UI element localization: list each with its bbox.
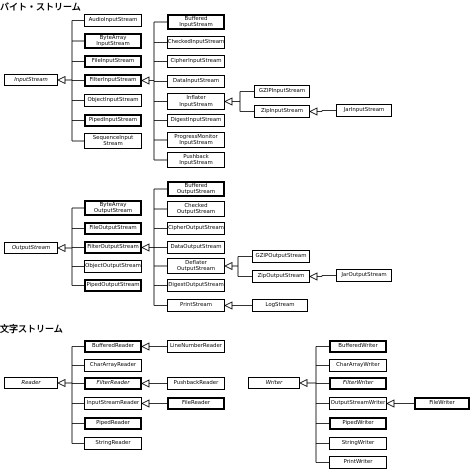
inflaterinputstream-arrow	[224, 97, 233, 106]
class-inflaterinputstream: Inflater InputStream	[167, 93, 225, 110]
class-pipedreader: PipedReader	[84, 417, 142, 430]
writer-arrow	[299, 378, 308, 388]
class-cipherinputstream: CipherInputStream	[167, 55, 225, 68]
class-reader: Reader	[4, 377, 58, 389]
class-objectoutputstream: ObjectOutputStream	[84, 260, 142, 273]
class-bytearrayinputstream: ByteArray InputStream	[84, 33, 142, 49]
class-objectinputstream: ObjectInputStream	[84, 94, 142, 107]
class-bufferedreader: BufferedReader	[84, 340, 142, 353]
reader-arrow	[57, 378, 66, 388]
class-chararraywriter: CharArrayWriter	[329, 359, 387, 372]
printstream-arrow	[224, 301, 233, 310]
class-chararrayreader: CharArrayReader	[84, 359, 142, 372]
class-stringreader: StringReader	[84, 437, 142, 450]
class-progressmonitorinputstream: ProgressMonitor InputStream	[167, 132, 225, 148]
inputstream-arrow	[57, 75, 66, 85]
class-filterreader: FilterReader	[84, 377, 142, 390]
zipoutputstream-arrow	[309, 272, 318, 281]
filterinputstream-arrow	[141, 76, 150, 85]
filteroutputstream-arrow	[141, 243, 150, 252]
outputstream-arrow	[57, 243, 66, 253]
class-audioinputstream: AudioInputStream	[84, 14, 142, 27]
class-deflateroutputstream: Deflater OutputStream	[167, 258, 225, 274]
class-filteroutputstream: FilterOutputStream	[84, 241, 142, 254]
class-digestoutputstream: DigestOutputStream	[167, 279, 225, 292]
class-logstream: LogStream	[252, 299, 308, 312]
inputstreamreader-arrow	[141, 399, 150, 408]
class-filewriter: FileWriter	[414, 397, 470, 410]
class-jarinputstream: JarInputStream	[336, 104, 392, 117]
class-checkedinputstream: CheckedInputStream	[167, 36, 225, 49]
class-fileinputstream: FileInputStream	[84, 55, 142, 68]
class-inputstream: InputStream	[4, 74, 58, 86]
class-checkedoutputstream: Checked OutputStream	[167, 201, 225, 217]
class-bufferedoutputstream: Buffered OutputStream	[167, 181, 225, 197]
class-bufferedwriter: BufferedWriter	[329, 340, 387, 353]
class-pipedinputstream: PipedInputStream	[84, 114, 142, 127]
class-digestinputstream: DigestInputStream	[167, 114, 225, 127]
class-zipinputstream: ZipInputStream	[254, 105, 310, 118]
heading-char-streams: 文字ストリーム	[0, 325, 63, 335]
class-fileoutputstream: FileOutputStream	[84, 222, 142, 235]
outputstreamwriter-arrow	[386, 399, 395, 408]
class-pipedoutputstream: PipedOutputStream	[84, 279, 142, 292]
zipinputstream-arrow	[309, 107, 318, 116]
class-filterinputstream: FilterInputStream	[84, 74, 142, 87]
class-inputstreamreader: InputStreamReader	[84, 397, 142, 410]
class-outputstream: OutputStream	[4, 242, 58, 254]
class-dataoutputstream: DataOutputStream	[167, 241, 225, 254]
class-cipheroutputstream: CipherOutputStream	[167, 222, 225, 235]
class-sequenceinputstream: SequenceInput Stream	[84, 133, 142, 149]
class-bytearrayoutputstream: ByteArray OutputStream	[84, 200, 142, 216]
class-writer: Writer	[248, 377, 300, 389]
class-outputstreamwriter: OutputStreamWriter	[329, 397, 387, 410]
heading-byte-streams: バイト・ストリーム	[0, 3, 81, 13]
class-printstream: PrintStream	[167, 299, 225, 312]
class-pushbackreader: PushbackReader	[167, 377, 225, 390]
class-stringwriter: StringWriter	[329, 437, 387, 450]
filterreader-arrow	[141, 379, 150, 388]
class-zipoutputstream: ZipOutputStream	[252, 270, 310, 283]
class-filereader: FileReader	[167, 397, 225, 410]
class-gzipinputstream: GZIPInputStream	[254, 85, 310, 98]
class-pipedwriter: PipedWriter	[329, 417, 387, 430]
class-jaroutputstream: JarOutputStream	[336, 269, 392, 282]
class-linenumberreader: LineNumberReader	[167, 340, 225, 353]
class-printwriter: PrintWriter	[329, 456, 387, 469]
class-filterwriter: FilterWriter	[329, 377, 387, 390]
class-gzipoutputstream: GZIPOutputStream	[252, 250, 310, 263]
class-pushbackinputstream: Pushback InputStream	[167, 152, 225, 168]
class-bufferedinputstream: Buffered InputStream	[167, 14, 225, 30]
deflateroutputstream-arrow	[224, 261, 233, 271]
class-datainputstream: DataInputStream	[167, 75, 225, 88]
bufferedreader-arrow	[141, 342, 150, 351]
